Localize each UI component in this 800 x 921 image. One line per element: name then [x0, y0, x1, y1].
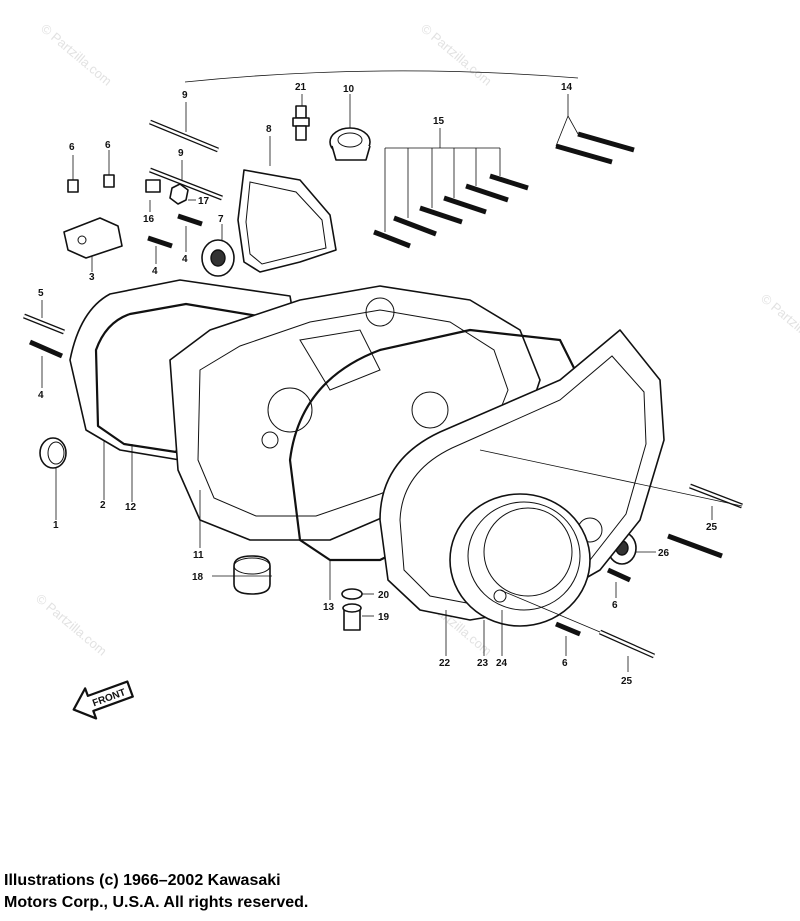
callout-3: 3 — [89, 272, 95, 283]
callouts: 1 2 3 4 4 4 5 6 6 6 6 7 8 9 9 10 11 12 1… — [38, 82, 718, 687]
leader-lines — [41, 94, 743, 672]
callout-2: 2 — [100, 500, 106, 511]
callout-23: 23 — [477, 658, 489, 669]
watermark-1: © Partzilla.com — [38, 21, 115, 89]
top-reference-line — [184, 70, 579, 83]
callout-11: 11 — [193, 550, 204, 561]
callout-22: 22 — [439, 658, 451, 669]
part-filler-cap — [329, 127, 371, 161]
callout-4-b: 4 — [182, 254, 188, 265]
callout-24: 24 — [496, 658, 508, 669]
watermark-2: © Partzilla.com — [418, 21, 495, 89]
callout-10: 10 — [343, 84, 355, 95]
callout-6-b: 6 — [105, 140, 111, 151]
front-arrow: FRONT — [72, 680, 134, 720]
callout-26: 26 — [658, 548, 670, 559]
callout-13: 13 — [323, 602, 335, 613]
callout-6-a: 6 — [69, 142, 75, 153]
callout-17: 17 — [198, 196, 210, 207]
callout-21: 21 — [295, 82, 307, 93]
part-drain-plug — [341, 588, 363, 631]
callout-15: 15 — [433, 116, 445, 127]
callout-19: 19 — [378, 612, 390, 623]
part-clutch-cap — [449, 493, 591, 627]
callout-9-a: 9 — [182, 90, 188, 101]
callout-14: 14 — [561, 82, 573, 93]
exploded-parts-diagram: © Partzilla.com © Partzilla.com © Partzi… — [23, 21, 800, 720]
callout-8: 8 — [266, 124, 272, 135]
callout-6-c: 6 — [612, 600, 618, 611]
callout-9-b: 9 — [178, 148, 184, 159]
part-bracket — [63, 217, 123, 259]
part-oil-seal — [233, 555, 271, 595]
part-small-cover — [237, 169, 337, 273]
copyright-notice: Illustrations (c) 1966–2002 Kawasaki Mot… — [4, 870, 424, 914]
callout-16: 16 — [143, 214, 155, 225]
watermark-4: © Partzilla.com — [33, 591, 110, 659]
callout-6-d: 6 — [562, 658, 568, 669]
callout-4-c: 4 — [38, 390, 44, 401]
watermark-6: © Partzilla.com — [758, 291, 800, 359]
copyright-line-2: Motors Corp., U.S.A. All rights reserved… — [4, 894, 309, 911]
part-breather-nipple — [292, 105, 310, 141]
callout-25-a: 25 — [706, 522, 718, 533]
callout-5: 5 — [38, 288, 44, 299]
callout-7: 7 — [218, 214, 224, 225]
callout-18: 18 — [192, 572, 204, 583]
callout-25-b: 25 — [621, 676, 633, 687]
callout-20: 20 — [378, 590, 390, 601]
part-plug-cap — [39, 437, 67, 469]
callout-4-a: 4 — [152, 266, 158, 277]
callout-12: 12 — [125, 502, 137, 513]
bolts — [23, 119, 743, 659]
copyright-line-1: Illustrations (c) 1966–2002 Kawasaki — [4, 872, 281, 889]
callout-1: 1 — [53, 520, 59, 531]
part-bearing-upper — [201, 239, 235, 277]
